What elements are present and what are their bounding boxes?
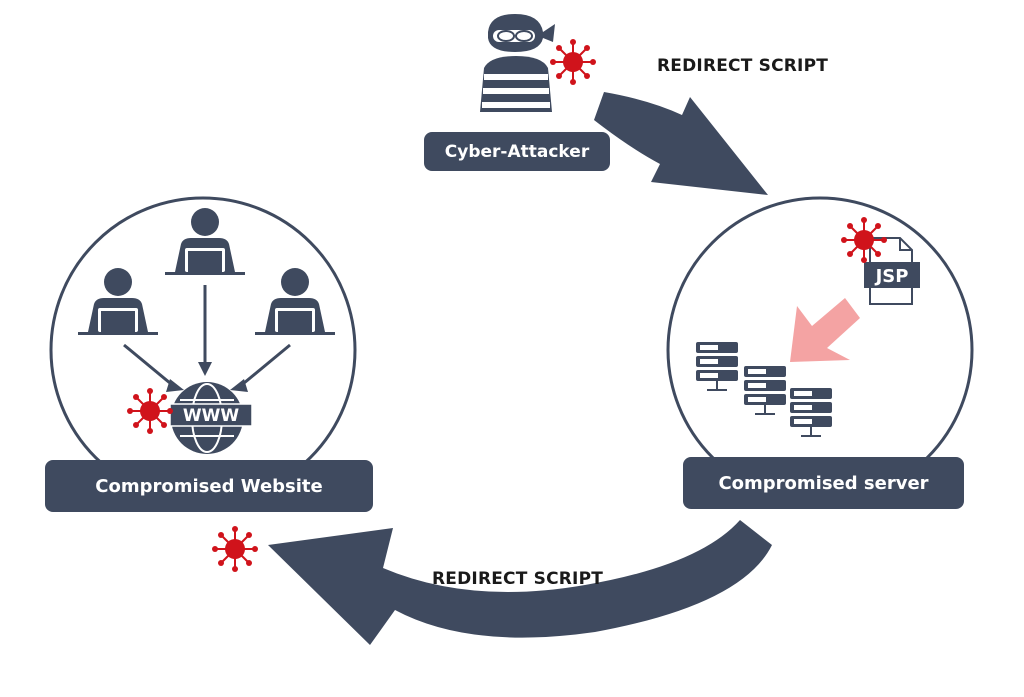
- virus-icon: [211, 525, 259, 573]
- virus-icon: [126, 387, 174, 435]
- redirect-script-label-bottom: REDIRECT SCRIPT: [432, 569, 604, 589]
- compromised-website-label: Compromised Website: [45, 460, 373, 512]
- hacker-icon: [480, 14, 555, 112]
- compromised-server-label: Compromised server: [683, 457, 964, 509]
- globe-www-text: WWW: [183, 406, 240, 426]
- compromised-server-node: JSP: [666, 196, 974, 504]
- virus-icon: [840, 216, 888, 264]
- flow-arrow-server-to-website: [268, 520, 772, 645]
- redirect-script-label-top: REDIRECT SCRIPT: [657, 56, 829, 76]
- compromised-website-label-text: Compromised Website: [95, 475, 323, 497]
- cyber-attacker-label-text: Cyber-Attacker: [444, 141, 590, 162]
- compromised-website-node: WWW: [49, 196, 357, 504]
- cyber-attacker-label: Cyber-Attacker: [424, 132, 610, 171]
- virus-icon: [549, 38, 597, 86]
- jsp-file-text: JSP: [874, 266, 909, 287]
- flow-arrow-attacker-to-server: [594, 92, 768, 195]
- pink-infection-arrow: [790, 298, 860, 362]
- compromised-server-label-text: Compromised server: [718, 472, 929, 494]
- globe-www-icon: WWW: [169, 382, 253, 454]
